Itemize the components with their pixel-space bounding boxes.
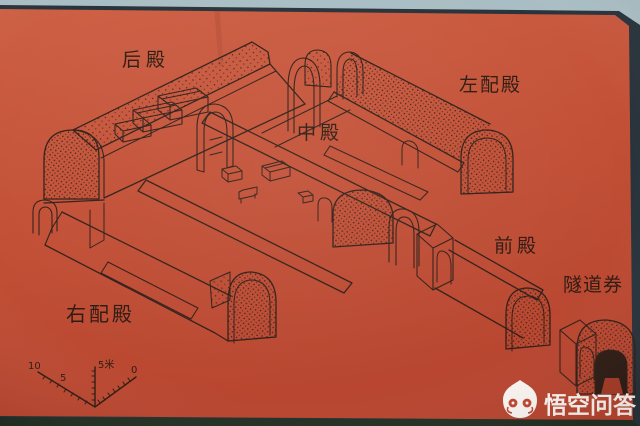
left-side-hall-label: 左配殿 bbox=[459, 74, 522, 96]
scale-label-10: 10 bbox=[28, 361, 41, 372]
rear-hall-label: 后殿 bbox=[122, 49, 170, 71]
rear-hall-end-face bbox=[43, 129, 100, 200]
front-hall-label: 前殿 bbox=[494, 235, 540, 257]
right-hall-end-face bbox=[227, 271, 277, 342]
left-hall-west-stub bbox=[304, 49, 332, 88]
scale-label-5: 5 bbox=[60, 373, 66, 384]
front-hall-junction-vault bbox=[332, 189, 394, 248]
scale-label-5m: 5米 bbox=[98, 358, 114, 371]
front-hall-south-vault bbox=[505, 287, 551, 350]
central-hall-label: 中殿 bbox=[297, 122, 343, 144]
watermark-brand-text: 悟空问答 bbox=[544, 392, 637, 419]
tunnel-vault-label: 隧道券 bbox=[563, 274, 623, 296]
left-hall-end-face bbox=[460, 129, 514, 195]
scale-label-0: 0 bbox=[131, 365, 137, 376]
right-side-hall-label: 右配殿 bbox=[66, 302, 135, 326]
